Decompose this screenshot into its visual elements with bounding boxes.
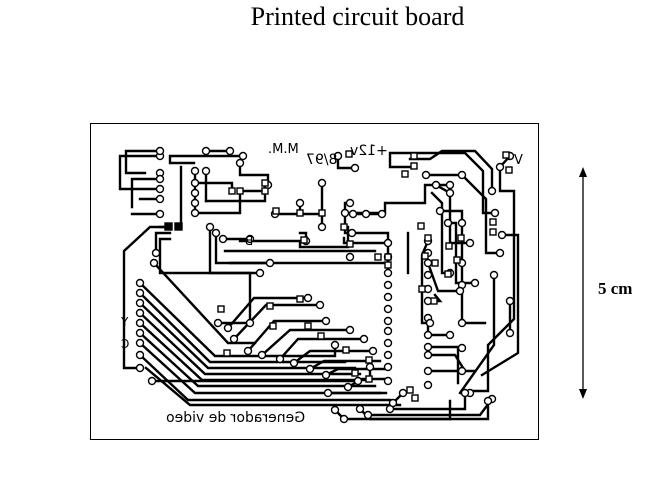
pcb-layout bbox=[118, 146, 520, 424]
board-caption: Generador de video bbox=[166, 410, 306, 426]
pin-label-y: Y bbox=[121, 315, 129, 329]
date-label: 8/97 bbox=[306, 152, 338, 168]
pcb-pads bbox=[135, 146, 515, 424]
pin-label-b: B bbox=[245, 234, 254, 248]
pin-label-v: V bbox=[514, 153, 523, 168]
page-title: Printed circuit board bbox=[250, 2, 465, 31]
dimension-arrow bbox=[579, 167, 587, 399]
dimension-label: 5 cm bbox=[598, 279, 633, 298]
supply-label: +12v bbox=[350, 143, 388, 159]
pin-label-c: C bbox=[121, 337, 130, 351]
author-label: M.M. bbox=[268, 142, 299, 157]
